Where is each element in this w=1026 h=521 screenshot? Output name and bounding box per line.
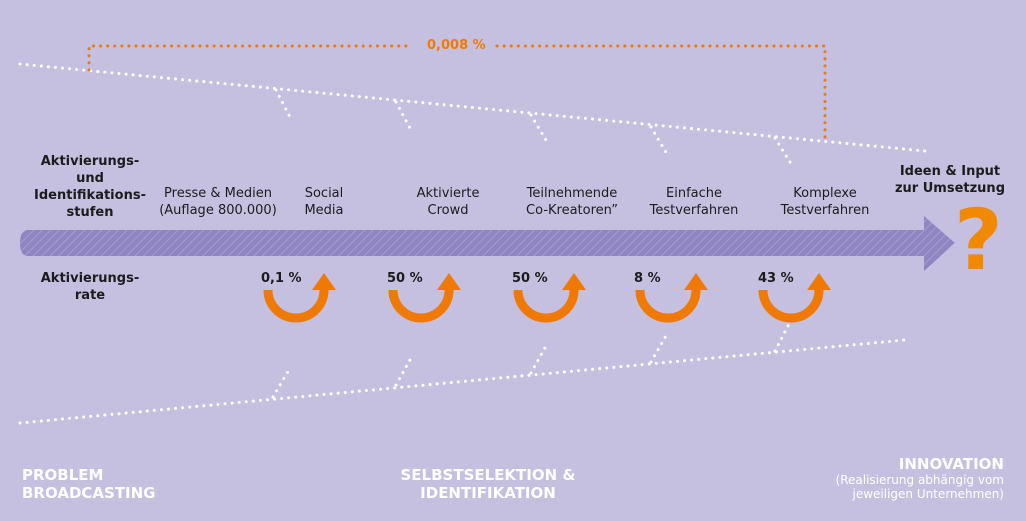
- footer-center-line: SELBSTSELEKTION &: [400, 466, 576, 484]
- stage-label: Aktivierte Crowd: [398, 185, 498, 219]
- stages-heading: Aktivierungs- und Identifikations- stufe…: [20, 153, 160, 221]
- stage-label-line: Social: [304, 186, 344, 201]
- stage-label-line: Testverfahren: [649, 203, 739, 218]
- rate-value: 8 %: [634, 271, 661, 286]
- footer-center-line: IDENTIFIKATION: [420, 484, 556, 502]
- footer-right-sub-line: (Realisierung abhängig vom: [835, 473, 1004, 487]
- cycle-arrowhead-4: [684, 273, 708, 290]
- rate-heading-line: Aktivierungs-: [40, 271, 140, 286]
- stage-label: Komplexe Testverfahren: [765, 185, 885, 219]
- end-stage-label: Ideen & Input zur Umsetzung: [890, 163, 1010, 197]
- footer-left: PROBLEM BROADCASTING: [22, 466, 156, 502]
- cycle-arrow-2: [388, 289, 454, 323]
- stage-label-line: Media: [304, 203, 344, 218]
- cycle-arrowhead-2: [437, 273, 461, 290]
- stages-heading-line: Aktivierungs-: [40, 154, 140, 169]
- rate-value: 0,1 %: [261, 271, 302, 286]
- rate-heading: Aktivierungs- rate: [20, 270, 160, 304]
- end-stage-line: Ideen & Input: [899, 164, 1001, 179]
- footer-left-line: PROBLEM: [22, 466, 104, 484]
- stages-heading-line: stufen: [66, 205, 114, 220]
- rate-value: 43 %: [758, 271, 794, 286]
- bottom-funnel-line: [18, 338, 907, 425]
- footer-right-sub: (Realisierung abhängig vom jeweiligen Un…: [790, 473, 1004, 501]
- stage-label-line: Presse & Medien: [164, 186, 272, 201]
- cycle-arrow-1: [263, 289, 329, 323]
- cycle-arrowhead-1: [312, 273, 336, 290]
- stage-label: Social Media: [274, 185, 374, 219]
- footer-center: SELBSTSELEKTION & IDENTIFIKATION: [388, 466, 588, 502]
- top-rate-bracket-right: [495, 44, 827, 140]
- stages-heading-line: Identifikations-: [34, 188, 146, 203]
- stages-heading-line: und: [76, 171, 104, 186]
- stage-label: Presse & Medien (Auflage 800.000): [148, 185, 288, 219]
- stage-label-line: Co-Kreatoren”: [526, 203, 618, 218]
- stage-label-line: Aktivierte: [416, 186, 480, 201]
- cycle-arrow-3: [513, 289, 579, 323]
- cycle-arrow-5: [758, 289, 824, 323]
- footer-left-line: BROADCASTING: [22, 484, 156, 502]
- stage-label: Einfache Testverfahren: [634, 185, 754, 219]
- top-funnel-line: [18, 62, 927, 153]
- cycle-arrowhead-3: [562, 273, 586, 290]
- stage-label-line: Einfache: [666, 186, 722, 201]
- cycle-arrowhead-5: [807, 273, 831, 290]
- cycle-arrow-4: [635, 289, 701, 323]
- stage-label-line: Teilnehmende: [526, 186, 618, 201]
- stage-label-line: (Auflage 800.000): [159, 203, 277, 218]
- top-rate-label: 0,008 %: [427, 38, 486, 53]
- question-mark-icon: ?: [954, 191, 1003, 289]
- end-stage-line: zur Umsetzung: [894, 181, 1005, 196]
- process-arrow: [20, 216, 955, 271]
- rate-heading-line: rate: [74, 288, 106, 303]
- stage-label-line: Crowd: [427, 203, 469, 218]
- stage-label-line: Testverfahren: [780, 203, 870, 218]
- top-funnel-ticks: [274, 88, 795, 169]
- footer-right-sub-line: jeweiligen Unternehmen): [852, 487, 1005, 501]
- stage-label-line: Komplexe: [793, 186, 857, 201]
- stage-label: Teilnehmende Co-Kreatoren”: [512, 185, 632, 219]
- footer-right-title: INNOVATION: [898, 455, 1004, 473]
- rate-value: 50 %: [512, 271, 548, 286]
- top-rate-bracket: [87, 44, 414, 72]
- rate-value: 50 %: [387, 271, 423, 286]
- bottom-funnel-ticks: [271, 320, 792, 399]
